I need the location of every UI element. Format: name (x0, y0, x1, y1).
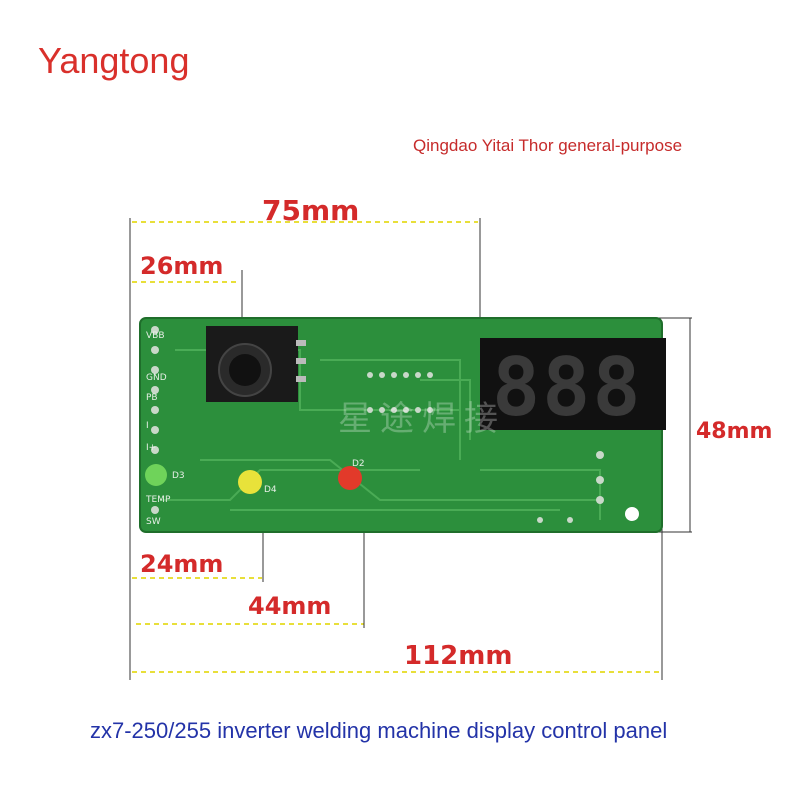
silk-i-plus: I+ (146, 443, 156, 453)
mounting-hole (625, 507, 639, 521)
silk-vbb: VBB (146, 331, 165, 341)
dim-75mm: 75mm (262, 194, 359, 227)
silk-temp: TEMP (145, 495, 171, 505)
dim-44mm: 44mm (248, 592, 331, 620)
watermark: 星途焊接 (338, 399, 506, 439)
dim-24mm: 24mm (140, 550, 223, 578)
dim-26mm: 26mm (140, 252, 223, 280)
silk-d4: D4 (264, 485, 277, 495)
seven-segment-display: 888 (480, 338, 666, 434)
dim-112mm: 112mm (404, 641, 512, 671)
silk-pb: PB (146, 393, 158, 403)
silk-d3: D3 (172, 471, 185, 481)
led-yellow (238, 470, 262, 494)
pcb-board: 888 VBB GND PB I I+ TEMP SW D3 D4 D2 星途焊… (139, 317, 666, 533)
potentiometer-knob (206, 326, 306, 402)
dim-48mm: 48mm (696, 419, 772, 444)
silk-gnd: GND (146, 373, 167, 383)
display-digits: 888 (492, 341, 643, 434)
brand-title: Yangtong (38, 40, 190, 81)
silk-d2: D2 (352, 459, 365, 469)
silk-sw: SW (146, 517, 161, 527)
caption: zx7-250/255 inverter welding machine dis… (90, 718, 668, 743)
led-green (145, 464, 167, 486)
tagline: Qingdao Yitai Thor general-purpose (413, 136, 683, 155)
silk-i: I (146, 421, 149, 431)
led-red (338, 466, 362, 490)
